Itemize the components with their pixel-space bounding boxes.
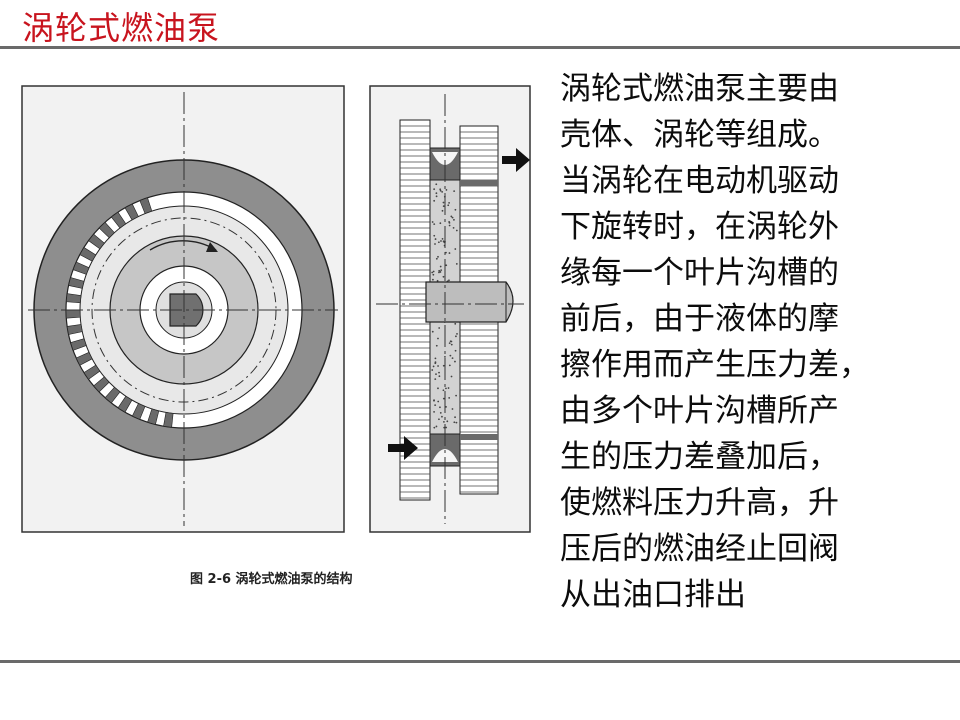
- slide-title: 涡轮式燃油泵: [22, 9, 221, 47]
- body-text-line: 从出油口排出: [560, 577, 746, 613]
- body-text-line: 使燃料压力升高，升: [560, 485, 839, 521]
- footer-divider: [0, 660, 960, 663]
- body-text-line: 当涡轮在电动机驱动: [560, 163, 839, 199]
- inlet-arrow-icon: [388, 436, 418, 460]
- body-text-line: 涡轮式燃油泵主要由: [560, 71, 839, 107]
- body-text-line: 擦作用而产生压力差，: [560, 347, 870, 383]
- front-view: [21, 85, 345, 533]
- outlet-arrow-icon: [502, 148, 530, 172]
- figure-caption: 图 2-6 涡轮式燃油泵的结构: [190, 572, 353, 587]
- body-text-line: 缘每一个叶片沟槽的: [560, 255, 839, 291]
- body-text-line: 壳体、涡轮等组成。: [560, 117, 839, 153]
- impeller-blades: [65, 197, 174, 428]
- motor-shaft: [425, 281, 514, 323]
- body-text-line: 由多个叶片沟槽所产: [560, 393, 839, 429]
- body-text-line: 下旋转时，在涡轮外: [560, 209, 839, 245]
- body-text: 涡轮式燃油泵主要由壳体、涡轮等组成。当涡轮在电动机驱动下旋转时，在涡轮外缘每一个…: [560, 66, 950, 618]
- body-text-line: 前后，由于液体的摩: [560, 301, 839, 337]
- side-view: [369, 85, 531, 533]
- title-divider: [0, 46, 960, 49]
- body-text-line: 生的压力差叠加后，: [560, 439, 839, 475]
- body-text-line: 压后的燃油经止回阀: [560, 531, 839, 567]
- pump-structure-figure: [21, 85, 531, 533]
